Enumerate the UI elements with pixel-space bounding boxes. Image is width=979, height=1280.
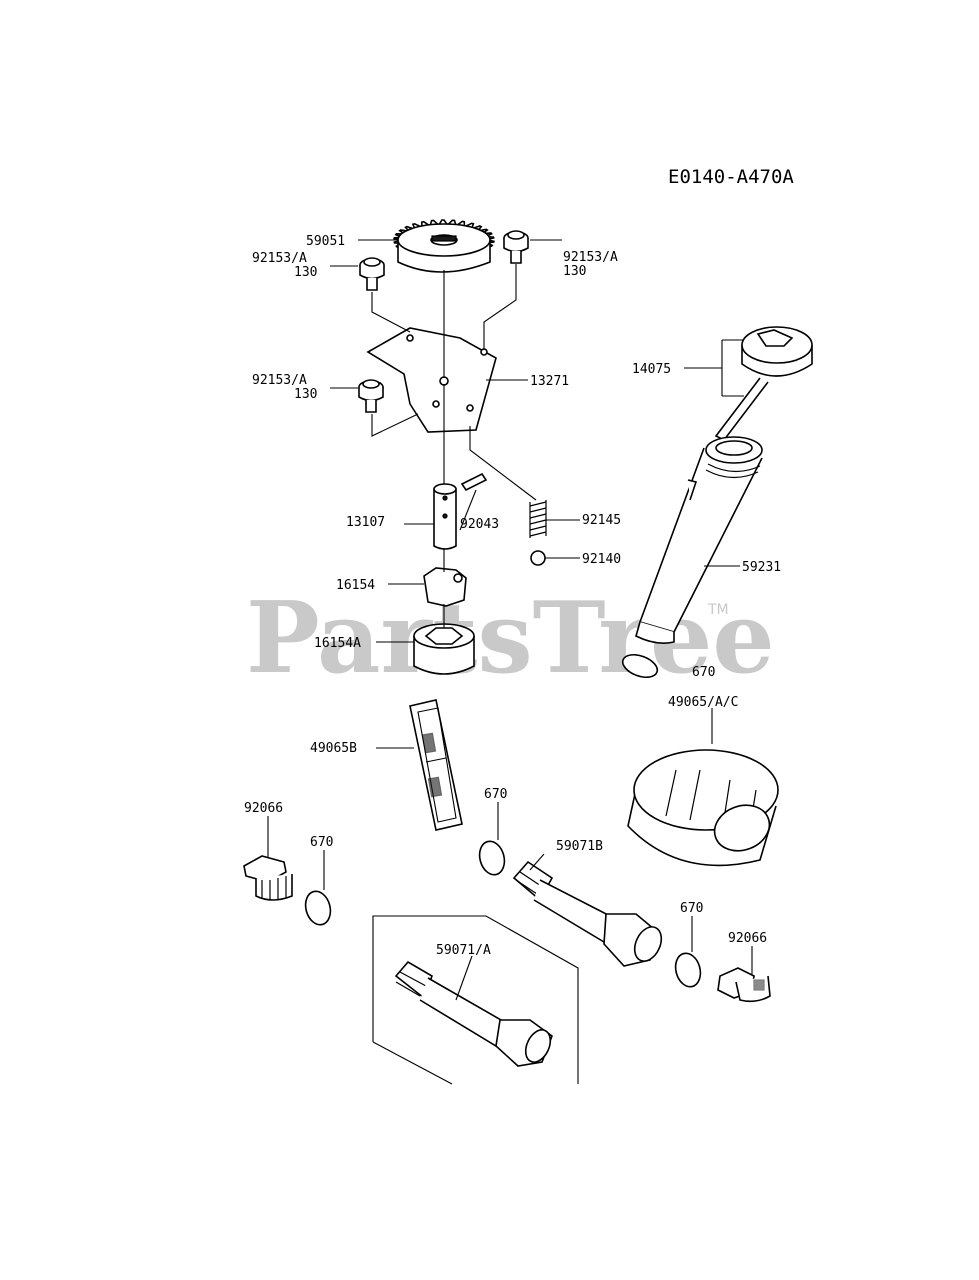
- label-92066-right[interactable]: 92066: [728, 931, 767, 946]
- outer-rotor-16154a[interactable]: [413, 623, 475, 675]
- dipstick-cap-14075[interactable]: [714, 326, 813, 442]
- label-13271[interactable]: 13271: [530, 374, 569, 389]
- o-ring-670-left[interactable]: [302, 888, 334, 927]
- pin-92043[interactable]: [460, 472, 488, 492]
- label-130-upper-right[interactable]: 130: [563, 264, 586, 279]
- label-92140[interactable]: 92140: [582, 552, 621, 567]
- inner-rotor-16154[interactable]: [423, 567, 467, 607]
- o-ring-670-filler[interactable]: [620, 650, 661, 681]
- label-14075[interactable]: 14075: [632, 362, 671, 377]
- bolt-92153a-upper-right[interactable]: [503, 230, 529, 264]
- part-labels: 59051 92153/A 130 92153/A 130 92153/A 13…: [244, 234, 781, 958]
- label-13107[interactable]: 13107: [346, 515, 385, 530]
- label-92153a-upper-right[interactable]: 92153/A: [563, 250, 618, 265]
- ball-92140[interactable]: [530, 550, 546, 566]
- label-59231[interactable]: 59231: [742, 560, 781, 575]
- bolt-92153a-lower[interactable]: [358, 379, 384, 413]
- label-130-lower[interactable]: 130: [294, 387, 317, 402]
- label-59071b[interactable]: 59071B: [556, 839, 603, 854]
- label-670-filler[interactable]: 670: [692, 665, 715, 680]
- label-92153a-upper-left[interactable]: 92153/A: [252, 251, 307, 266]
- spring-92145[interactable]: [529, 500, 547, 538]
- label-130-upper-left[interactable]: 130: [294, 265, 317, 280]
- label-670-left[interactable]: 670: [310, 835, 333, 850]
- bolt-92153a-upper-left[interactable]: [359, 257, 385, 291]
- gear-59051[interactable]: [393, 219, 495, 273]
- cover-plate-13271[interactable]: [366, 327, 497, 433]
- label-92066-left[interactable]: 92066: [244, 801, 283, 816]
- label-92043[interactable]: 92043: [460, 517, 499, 532]
- drain-plug-92066-right[interactable]: [717, 967, 771, 1003]
- label-59071a[interactable]: 59071/A: [436, 943, 491, 958]
- watermark-trademark: TM: [707, 602, 729, 618]
- shaft-13107[interactable]: [433, 483, 457, 550]
- label-49065ac[interactable]: 49065/A/C: [668, 695, 738, 710]
- pipe-59071a[interactable]: [394, 960, 555, 1067]
- diagram-code: E0140-A470A: [668, 166, 794, 188]
- oil-filter-49065ac[interactable]: [627, 749, 779, 867]
- oil-screen-49065b[interactable]: [409, 699, 463, 831]
- drain-plug-92066-left[interactable]: [243, 855, 293, 901]
- label-92153a-lower[interactable]: 92153/A: [252, 373, 307, 388]
- label-16154[interactable]: 16154: [336, 578, 375, 593]
- oil-filler-tube-59231[interactable]: [635, 436, 763, 644]
- label-92145[interactable]: 92145: [582, 513, 621, 528]
- leader-lines: [267, 239, 753, 1001]
- pipe-59071a-frame: [372, 915, 579, 1085]
- label-670-right[interactable]: 670: [680, 901, 703, 916]
- label-59051[interactable]: 59051: [306, 234, 345, 249]
- o-ring-670-middle[interactable]: [476, 838, 508, 877]
- pipe-59071b[interactable]: [512, 860, 666, 967]
- label-670-middle[interactable]: 670: [484, 787, 507, 802]
- label-16154a[interactable]: 16154A: [314, 636, 361, 651]
- o-ring-670-right[interactable]: [672, 950, 704, 989]
- label-49065b[interactable]: 49065B: [310, 741, 357, 756]
